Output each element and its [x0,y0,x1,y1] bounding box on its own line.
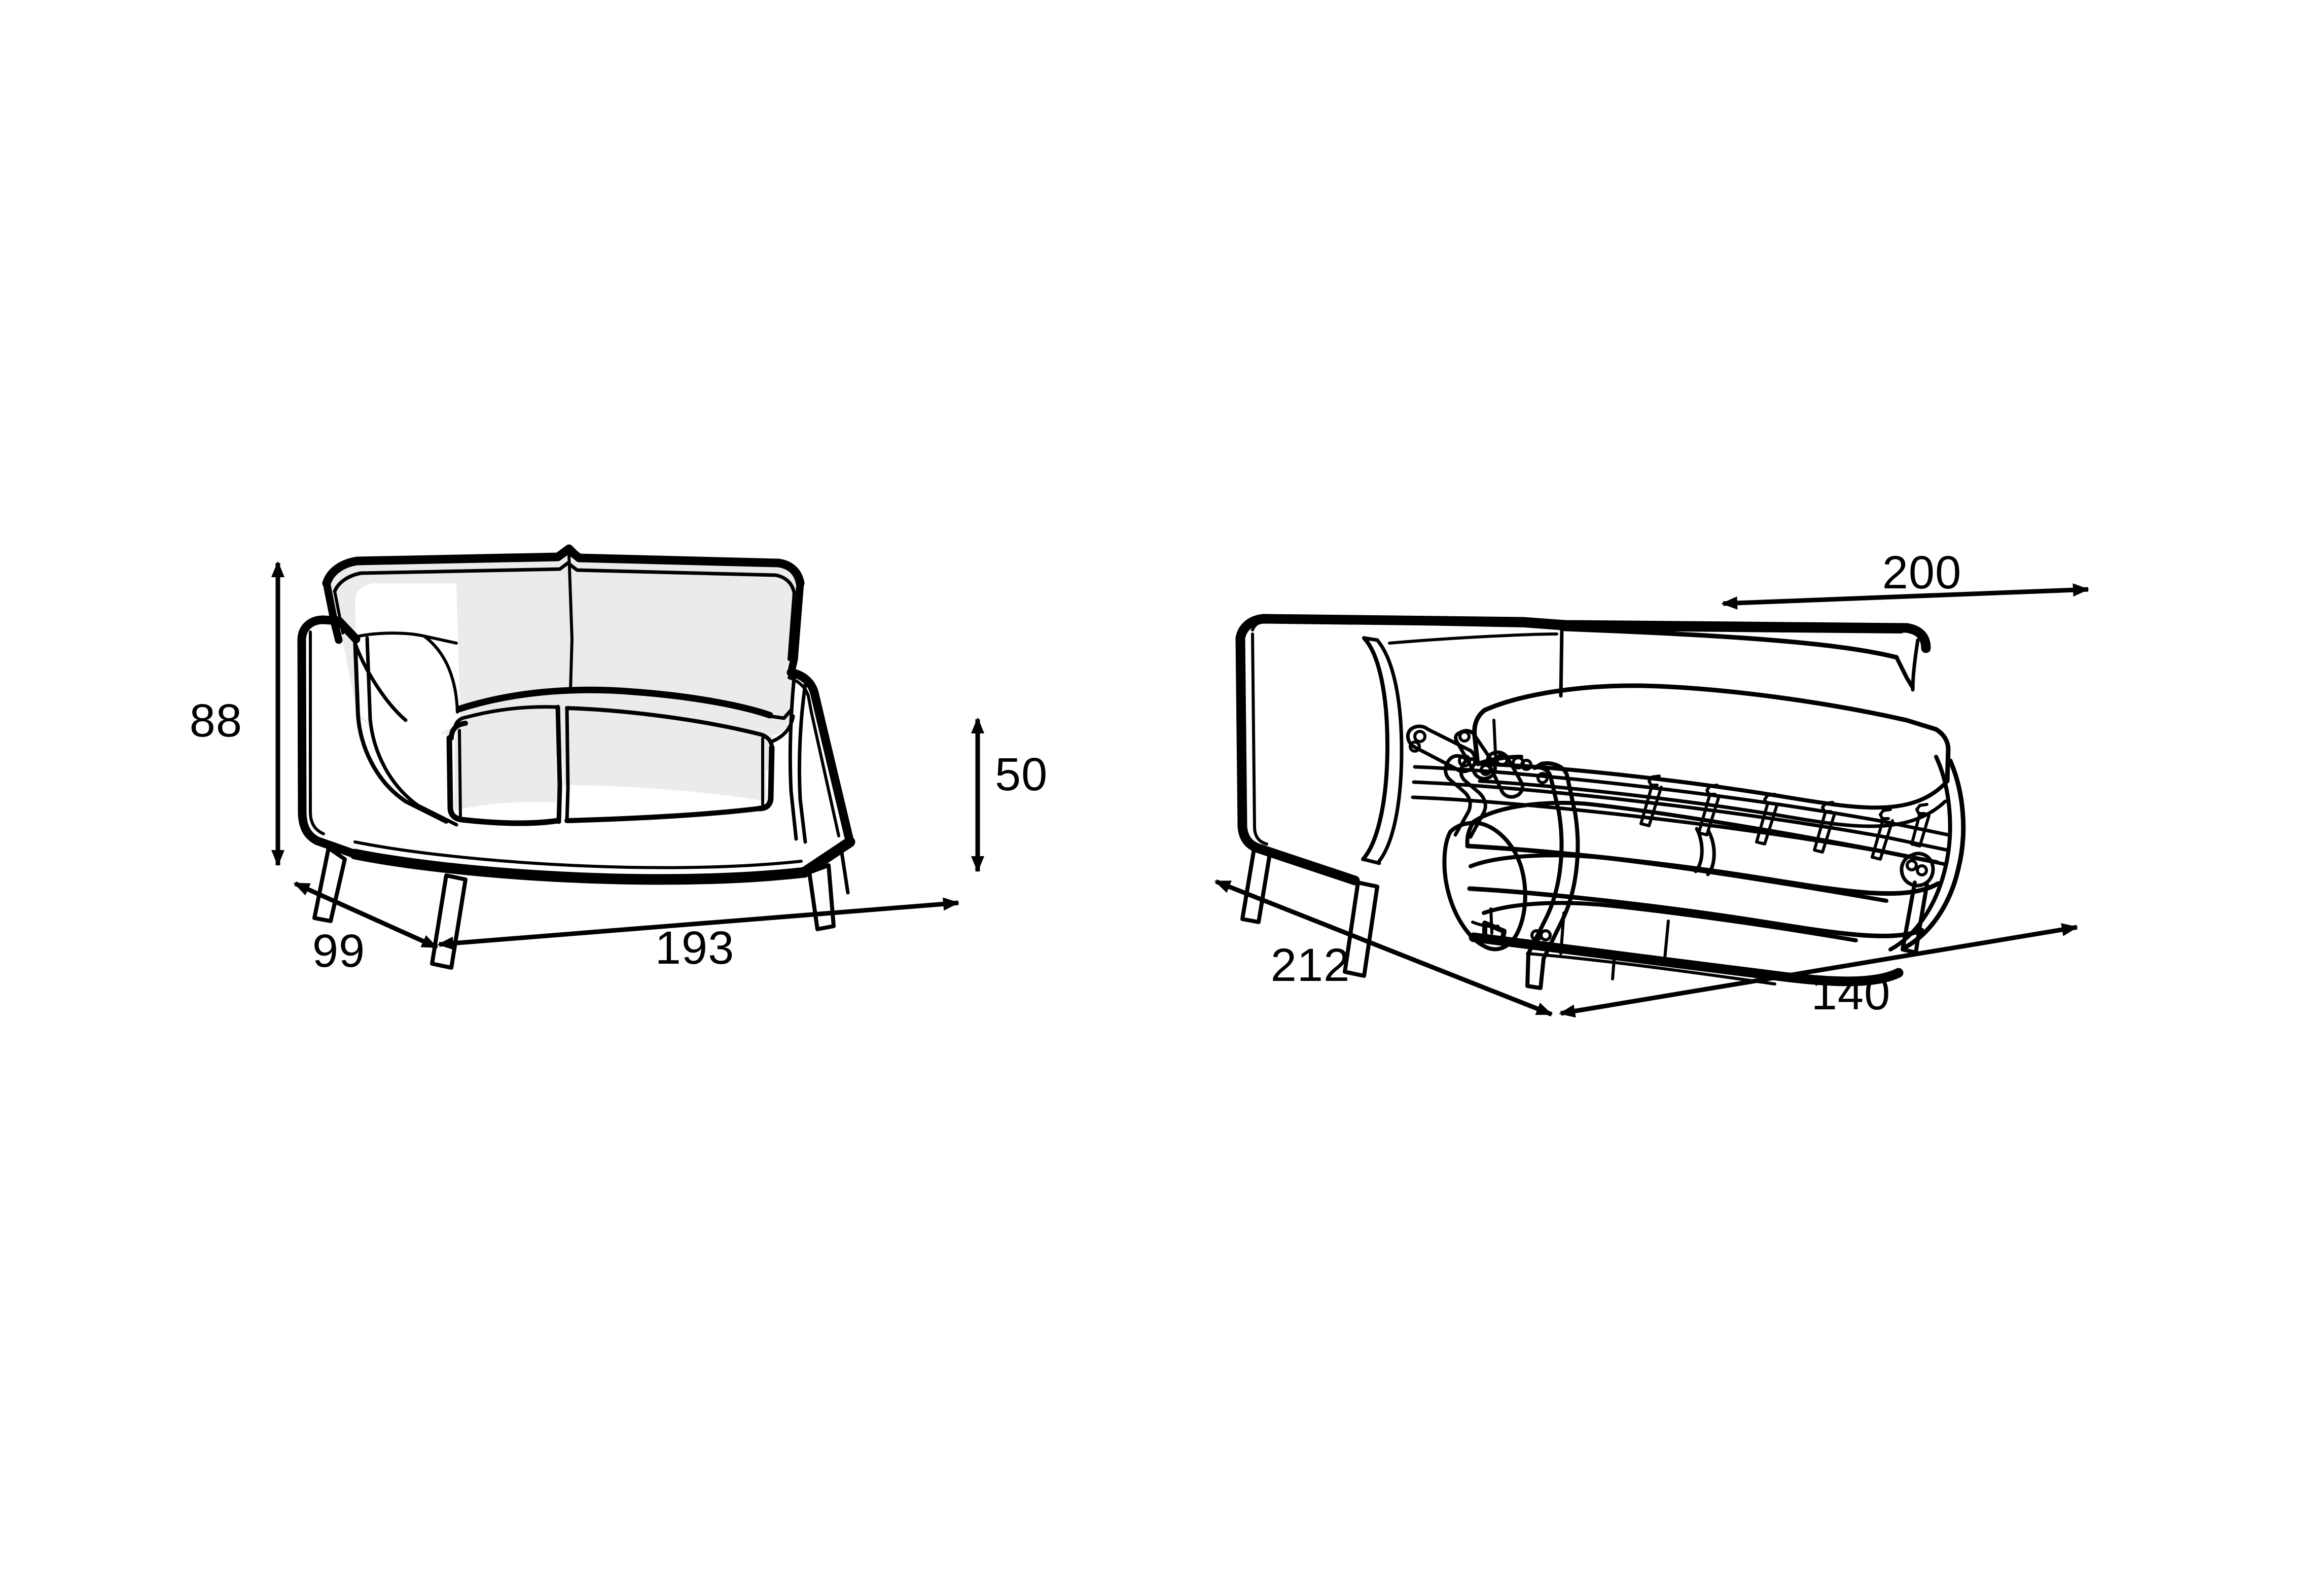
dimension-label-depth: 99 [312,925,365,977]
dimension-width-193: 193 [437,897,959,974]
closed-sofa-outline [297,544,855,970]
dimension-depth-99: 99 [293,881,438,977]
dimension-line-bed-length [1721,583,2089,610]
dimension-line-depth [293,881,438,950]
dimension-open-depth-212: 212 [1214,879,1553,1017]
dimension-label-bed-length: 200 [1882,547,1962,598]
sofa-closed-view: 88 50 193 99 [190,544,1048,977]
closed-sofa-back-cushions [328,556,800,811]
dimension-label-open-depth: 212 [1271,939,1350,991]
dimension-height-88: 88 [190,561,284,866]
dimension-label-height: 88 [190,695,242,747]
dimension-label-bed-width: 140 [1811,968,1891,1019]
dimension-bed-length-200: 200 [1721,547,2089,610]
sofa-bed-open-view: 200 212 140 [1214,547,2089,1019]
dimension-line-width [437,897,959,950]
dimension-seat-height-50: 50 [971,717,1048,872]
dimension-label-width: 193 [655,922,735,974]
dimension-bed-width-140: 140 [1559,923,2078,1019]
dimension-line-bed-width [1559,923,2078,1018]
dimension-label-seat-height: 50 [995,749,1048,800]
dimension-line-open-depth [1214,879,1553,1017]
